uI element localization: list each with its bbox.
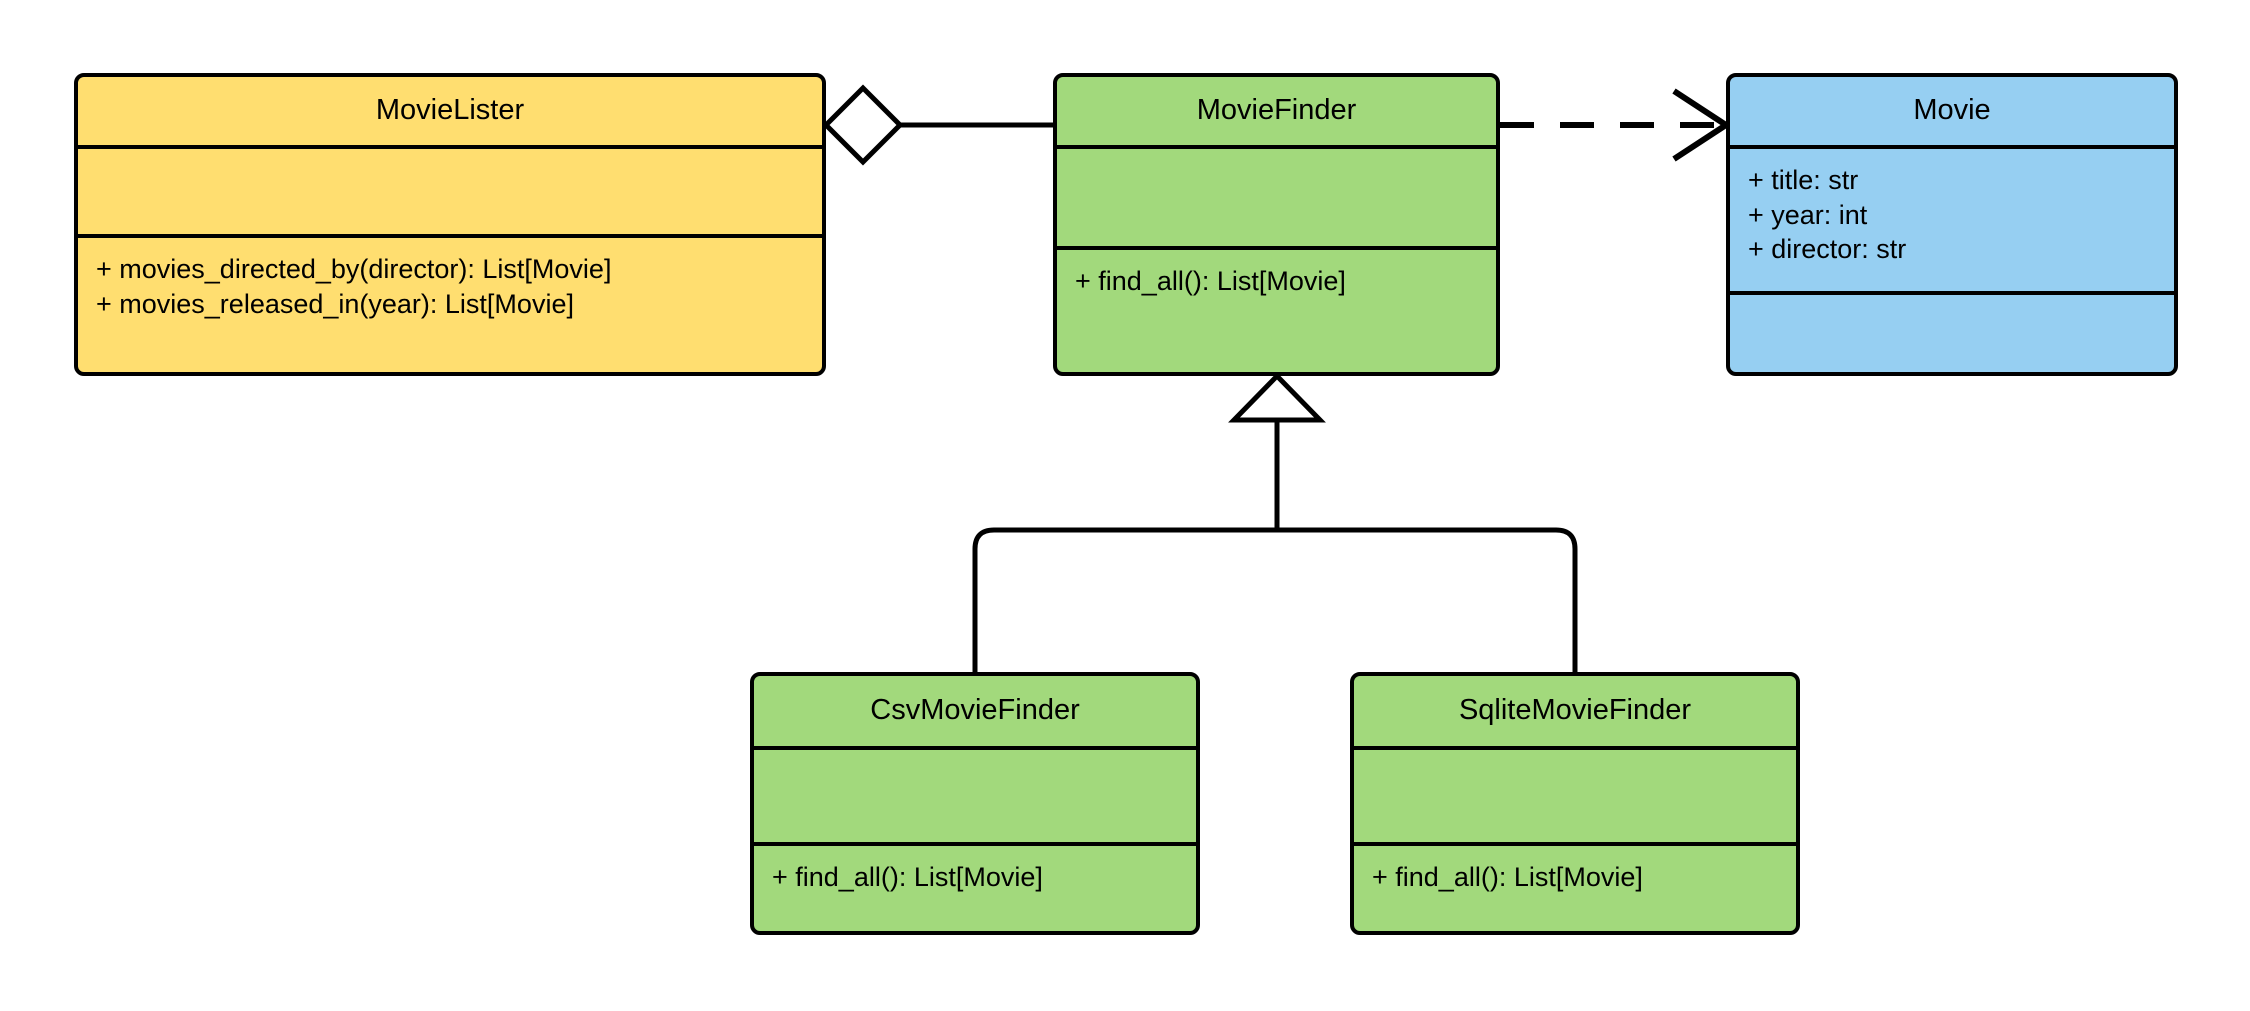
class-name-label: SqliteMovieFinder (1458, 694, 1692, 727)
class-methods-compartment: + find_all(): List[Movie] (754, 842, 1196, 931)
class-attributes-compartment (1057, 145, 1496, 246)
class-method-item: + movies_released_in(year): List[Movie] (96, 288, 574, 319)
class-attributes-compartment: + title: str + year: int + director: str (1730, 145, 2174, 291)
class-box-sqlite-movie-finder[interactable]: SqliteMovieFinder + find_all(): List[Mov… (1350, 672, 1800, 935)
class-name-label: CsvMovieFinder (870, 694, 1080, 727)
hollow-triangle-marker (1228, 372, 1326, 423)
class-name-label: MovieLister (375, 94, 525, 127)
class-method-item: + find_all(): List[Movie] (1075, 266, 1346, 296)
generalization-branch-csv (972, 527, 1277, 672)
class-box-movie[interactable]: Movie + title: str + year: int + directo… (1726, 73, 2178, 376)
class-method-item: + find_all(): List[Movie] (1372, 862, 1643, 892)
class-methods-compartment: + find_all(): List[Movie] (1354, 842, 1796, 931)
class-methods-compartment: + movies_directed_by(director): List[Mov… (78, 234, 822, 372)
class-method-item: + find_all(): List[Movie] (772, 862, 1043, 892)
class-name-compartment: SqliteMovieFinder (1354, 676, 1796, 746)
class-name-compartment: CsvMovieFinder (754, 676, 1196, 746)
class-name-compartment: MovieFinder (1057, 77, 1496, 145)
class-name-label: MovieFinder (1196, 94, 1357, 127)
generalization-branch-sqlite (1277, 527, 1578, 672)
relationship-generalization-subclasses (972, 372, 1578, 672)
class-attributes-compartment (754, 746, 1196, 842)
class-box-movie-lister[interactable]: MovieLister + movies_directed_by(directo… (74, 73, 826, 376)
class-attributes-compartment (78, 145, 822, 234)
class-attribute-item: + title: str (1748, 165, 1859, 195)
relationship-dependency-finder-movie (1500, 88, 1732, 162)
class-attributes-compartment (1354, 746, 1796, 842)
relationship-aggregation-lister-finder (822, 84, 1053, 166)
class-name-label: Movie (1913, 94, 1991, 127)
class-attribute-item: + year: int (1748, 199, 1868, 230)
open-arrow-marker (1672, 88, 1732, 162)
hollow-diamond-marker (822, 84, 904, 166)
class-method-item: + movies_directed_by(director): List[Mov… (96, 254, 612, 284)
class-methods-compartment (1730, 291, 2174, 372)
class-box-movie-finder[interactable]: MovieFinder + find_all(): List[Movie] (1053, 73, 1500, 376)
class-name-compartment: Movie (1730, 77, 2174, 145)
class-name-compartment: MovieLister (78, 77, 822, 145)
class-attribute-item: + director: str (1748, 234, 1907, 265)
class-box-csv-movie-finder[interactable]: CsvMovieFinder + find_all(): List[Movie] (750, 672, 1200, 935)
class-methods-compartment: + find_all(): List[Movie] (1057, 246, 1496, 372)
